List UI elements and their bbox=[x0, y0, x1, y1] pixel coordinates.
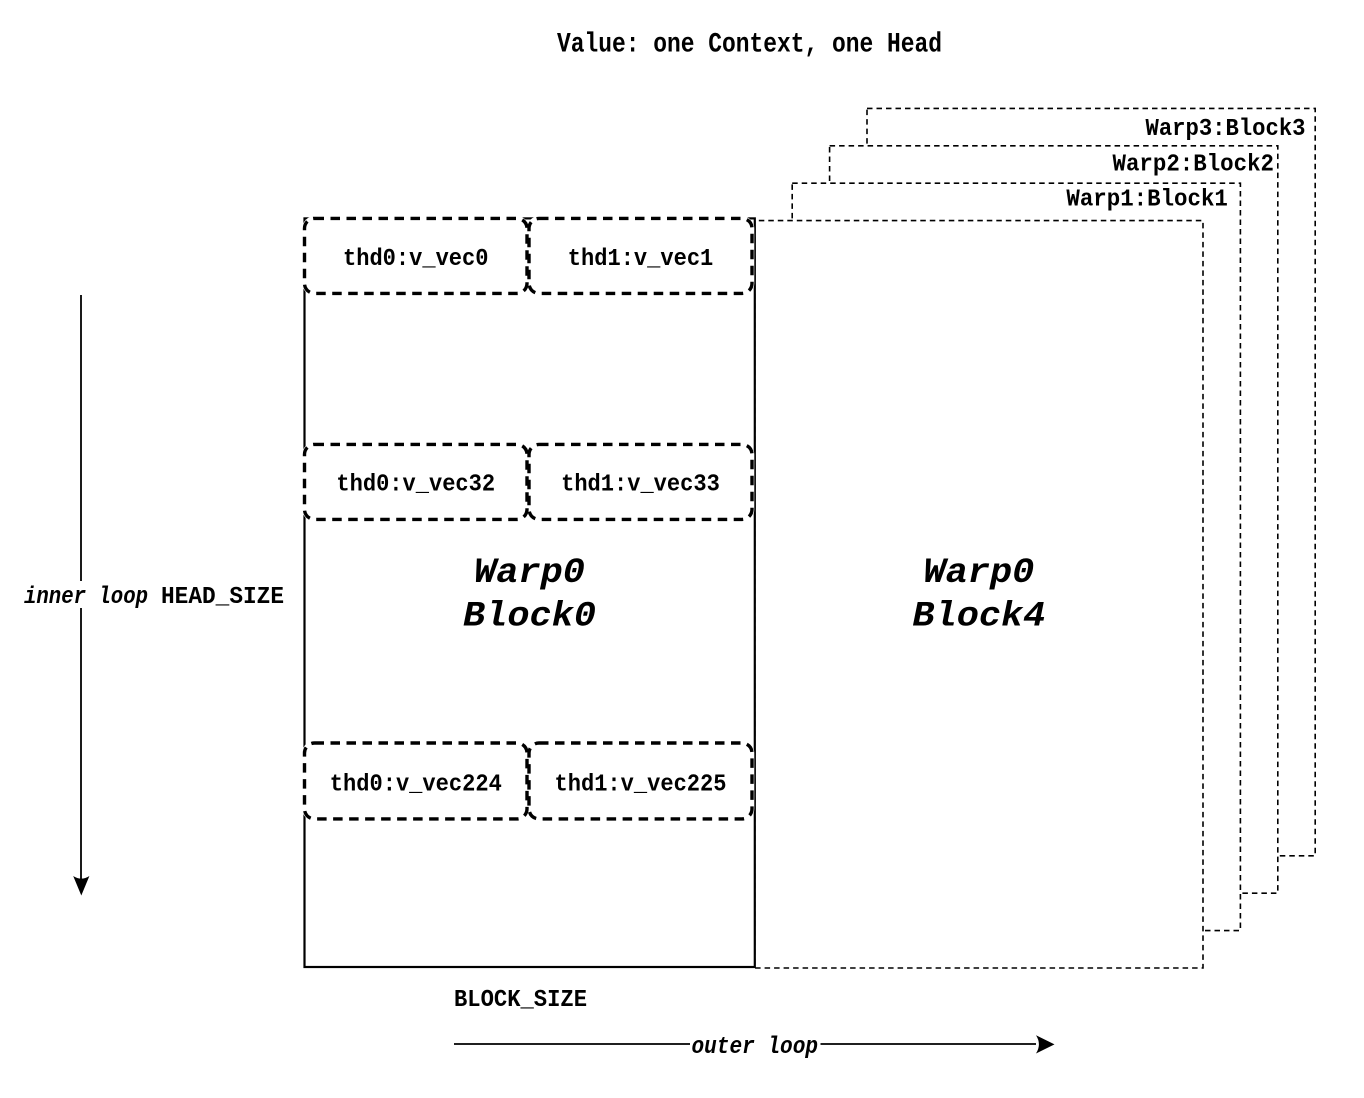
svg-text:Block4: Block4 bbox=[912, 597, 1045, 637]
svg-text:Warp0: Warp0 bbox=[474, 553, 585, 593]
svg-text:Warp0: Warp0 bbox=[923, 553, 1034, 593]
svg-text:Warp3:Block3: Warp3:Block3 bbox=[1146, 116, 1306, 143]
svg-text:outer loop: outer loop bbox=[692, 1034, 819, 1061]
svg-text:thd1:v_vec33: thd1:v_vec33 bbox=[561, 472, 720, 499]
svg-text:thd1:v_vec1: thd1:v_vec1 bbox=[568, 246, 714, 273]
svg-text:thd0:v_vec0: thd0:v_vec0 bbox=[343, 246, 489, 273]
svg-text:Warp2:Block2: Warp2:Block2 bbox=[1113, 151, 1275, 178]
svg-text:Value: one Context, one Head: Value: one Context, one Head bbox=[557, 30, 942, 61]
svg-text:thd0:v_vec224: thd0:v_vec224 bbox=[330, 772, 502, 799]
svg-text:BLOCK_SIZE: BLOCK_SIZE bbox=[454, 987, 587, 1014]
svg-text:inner loop: inner loop bbox=[24, 584, 148, 611]
svg-text:thd0:v_vec32: thd0:v_vec32 bbox=[336, 472, 495, 499]
svg-text:Block0: Block0 bbox=[463, 597, 596, 637]
svg-text:Warp1:Block1: Warp1:Block1 bbox=[1066, 187, 1228, 214]
svg-text:thd1:v_vec225: thd1:v_vec225 bbox=[555, 772, 727, 799]
svg-text:HEAD_SIZE: HEAD_SIZE bbox=[161, 584, 284, 611]
